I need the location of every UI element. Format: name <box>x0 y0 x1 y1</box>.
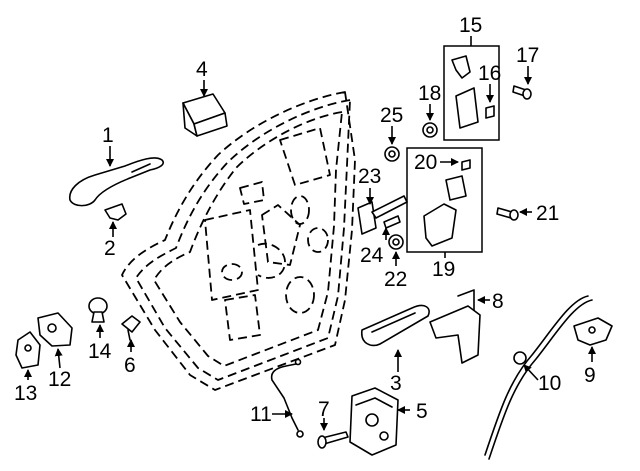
part-23-door-check <box>357 188 408 235</box>
callout-5: 5 <box>416 400 428 423</box>
callout-7: 7 <box>318 398 330 421</box>
part-8-latch-bracket <box>429 289 490 364</box>
part-17-bolt <box>512 66 532 100</box>
callout-14: 14 <box>88 340 112 363</box>
callout-10: 10 <box>538 372 561 395</box>
callout-13: 13 <box>14 382 37 405</box>
part-11-rod <box>270 358 304 438</box>
part-12-bracket <box>37 312 73 369</box>
part-10-release-cable <box>484 295 593 460</box>
callout-20: 20 <box>414 151 437 174</box>
part-24-bolt <box>382 215 401 240</box>
part-19-hinge-group-box <box>406 147 483 258</box>
part-25-nut <box>384 126 400 162</box>
part-3-inside-handle <box>361 304 430 372</box>
callout-24: 24 <box>360 244 384 267</box>
part-6-screw <box>121 315 141 352</box>
callout-16: 16 <box>478 62 501 85</box>
part-14-pin <box>88 297 108 338</box>
part-7-bolt <box>317 418 349 449</box>
callout-17: 17 <box>516 44 539 67</box>
callout-6: 6 <box>124 354 136 377</box>
callout-3: 3 <box>390 372 402 395</box>
callout-15: 15 <box>459 14 482 37</box>
part-13-plate <box>15 331 41 380</box>
part-2-clip <box>104 203 127 237</box>
callout-25: 25 <box>380 104 403 127</box>
callout-9: 9 <box>584 364 596 387</box>
callout-8: 8 <box>492 290 504 313</box>
part-4-control-module <box>182 80 228 137</box>
part-22-nut <box>388 234 404 266</box>
part-21-bolt <box>496 207 532 221</box>
callout-21: 21 <box>536 202 559 225</box>
part-5-door-latch <box>349 387 410 456</box>
callout-23: 23 <box>358 165 381 188</box>
callout-2: 2 <box>104 237 116 260</box>
callout-22: 22 <box>384 268 407 291</box>
part-18-nut <box>422 104 438 138</box>
callout-1: 1 <box>102 124 114 147</box>
callout-labels: 1 2 3 4 5 6 7 8 9 10 11 12 13 14 15 16 1… <box>14 14 596 426</box>
callout-11: 11 <box>250 403 272 426</box>
callout-4: 4 <box>196 58 208 81</box>
part-15-hinge-group-box <box>443 36 500 141</box>
callout-18: 18 <box>418 82 441 105</box>
part-9-cable-bracket <box>573 317 613 362</box>
door-inner-panel-outline <box>121 91 356 391</box>
callout-19: 19 <box>432 258 455 281</box>
part-1-outside-handle <box>69 146 165 207</box>
callout-12: 12 <box>48 368 71 391</box>
